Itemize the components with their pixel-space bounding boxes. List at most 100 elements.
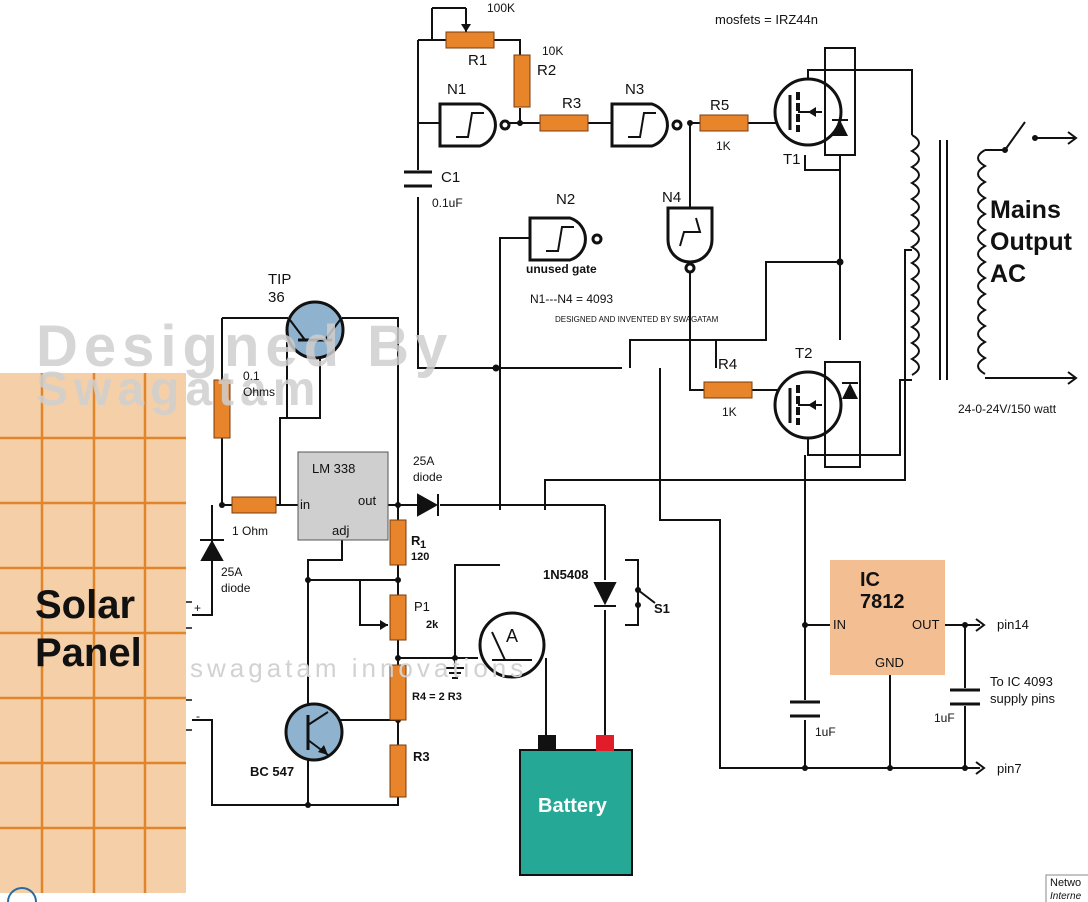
ammeter [478, 611, 546, 679]
resistor-r1 [445, 31, 495, 49]
label-cap-1uf-b: 1uF [934, 711, 955, 725]
label-tip36-b: 36 [268, 289, 285, 306]
label-diode-top: diode [413, 470, 443, 484]
diodes [200, 493, 617, 607]
label-s1: S1 [654, 601, 670, 616]
label-diode-left: diode [221, 581, 251, 595]
label-rr1-val: 120 [411, 551, 430, 563]
label-7812: 7812 [860, 591, 905, 613]
label-tip36-a: TIP [268, 271, 292, 288]
resistor-rr1 [389, 519, 407, 566]
tip36-transistor [285, 300, 345, 360]
switch-s1 [635, 587, 656, 608]
label-n1: N1 [447, 81, 467, 98]
label-supply-pins: supply pins [990, 691, 1056, 706]
label-r3-low: R3 [413, 749, 430, 764]
resistors [213, 31, 753, 798]
label-ic: IC [860, 569, 880, 591]
label-t1: T1 [783, 151, 801, 168]
label-ac: AC [990, 260, 1027, 288]
label-ohms: Ohms [243, 385, 276, 399]
label-r3: R3 [562, 95, 582, 112]
resistor-r2 [513, 54, 531, 108]
label-p1-val: 2k [426, 619, 439, 631]
label-transformer-rating: 24-0-24V/150 watt [958, 402, 1057, 416]
resistor-r3-low [389, 744, 407, 798]
label-r1: R1 [468, 52, 488, 69]
label-cap-1uf-a: 1uF [815, 725, 836, 739]
label-ic-gnd: GND [875, 655, 904, 670]
corner-widget [1045, 874, 1088, 902]
label-100k: 100K [487, 1, 516, 15]
bc547-transistor [284, 702, 344, 762]
watermark-innovations: swagatam innovations [190, 653, 528, 683]
label-minus: - [196, 709, 200, 723]
label-designed-credit: DESIGNED AND INVENTED BY SWAGATAM [555, 315, 719, 324]
label-t2: T2 [795, 345, 813, 362]
ic-7812 [830, 560, 945, 675]
label-to-4093: To IC 4093 [990, 674, 1053, 689]
label-r2: R2 [537, 62, 557, 79]
transformer [909, 121, 1078, 385]
label-ic-out: OUT [912, 617, 940, 632]
label-n2: N2 [556, 191, 576, 208]
label-r4-eq: R4 = 2 R3 [412, 691, 462, 703]
label-lm338: LM 338 [312, 461, 356, 476]
mosfet-t2 [773, 361, 861, 468]
label-1-ohm: 1 Ohm [232, 524, 269, 538]
pot-p1 [389, 594, 407, 641]
label-ammeter: A [506, 626, 519, 646]
label-n4: N4 [662, 189, 682, 206]
label-1n5408: 1N5408 [543, 567, 589, 582]
lm338-chip [297, 451, 389, 541]
label-c1-value: 0.1uF [432, 196, 463, 210]
resistor-r3 [539, 114, 589, 132]
label-rr1: R [411, 533, 421, 548]
nand-gates [438, 102, 714, 274]
label-r4: R4 [718, 356, 738, 373]
capacitors [404, 170, 980, 718]
resistor-r5 [699, 114, 749, 132]
watermark-swagatam: Swagatam [36, 363, 322, 416]
label-unused-gate: unused gate [526, 262, 597, 276]
resistor-0-1-ohm [213, 379, 231, 439]
label-c1: C1 [441, 169, 461, 186]
label-lm-out: out [358, 493, 377, 508]
label-pin14: pin14 [997, 617, 1029, 632]
label-r4-value: 1K [722, 405, 737, 419]
solar-panel [0, 373, 192, 893]
label-rr1-sub: 1 [420, 539, 427, 551]
label-panel: Panel [35, 631, 142, 675]
label-25a-left: 25A [221, 565, 243, 579]
label-pin7: pin7 [997, 761, 1022, 776]
label-plus: + [194, 601, 202, 615]
label-ic-in: IN [833, 617, 846, 632]
label-r2-value: 10K [542, 44, 564, 58]
label-battery: Battery [538, 795, 607, 817]
label-r5-value: 1K [716, 139, 731, 153]
label-0-1: 0.1 [243, 369, 260, 383]
label-p1: P1 [414, 599, 430, 614]
label-mosfets: mosfets = IRZ44n [715, 12, 818, 27]
label-r5: R5 [710, 97, 730, 114]
mosfet-t1 [773, 47, 856, 156]
label-25a-top: 25A [413, 454, 435, 468]
label-ic-4093: N1---N4 = 4093 [530, 292, 614, 306]
label-mains: Mains [990, 196, 1061, 224]
label-n3: N3 [625, 81, 645, 98]
corner-text-2: Interne [1050, 891, 1082, 902]
resistor-r4-eq [389, 664, 407, 721]
corner-text-1: Netwo [1050, 877, 1082, 889]
pot-wiper-arrow [461, 24, 471, 32]
resistor-r4 [703, 381, 753, 399]
resistor-1-ohm [231, 496, 277, 514]
label-output: Output [990, 228, 1072, 256]
p1-wiper-arrow [380, 620, 388, 630]
junctions [219, 120, 968, 808]
label-lm-adj: adj [332, 523, 350, 538]
label-bc547: BC 547 [250, 764, 295, 779]
label-lm-in: in [300, 497, 311, 512]
battery [519, 735, 633, 876]
